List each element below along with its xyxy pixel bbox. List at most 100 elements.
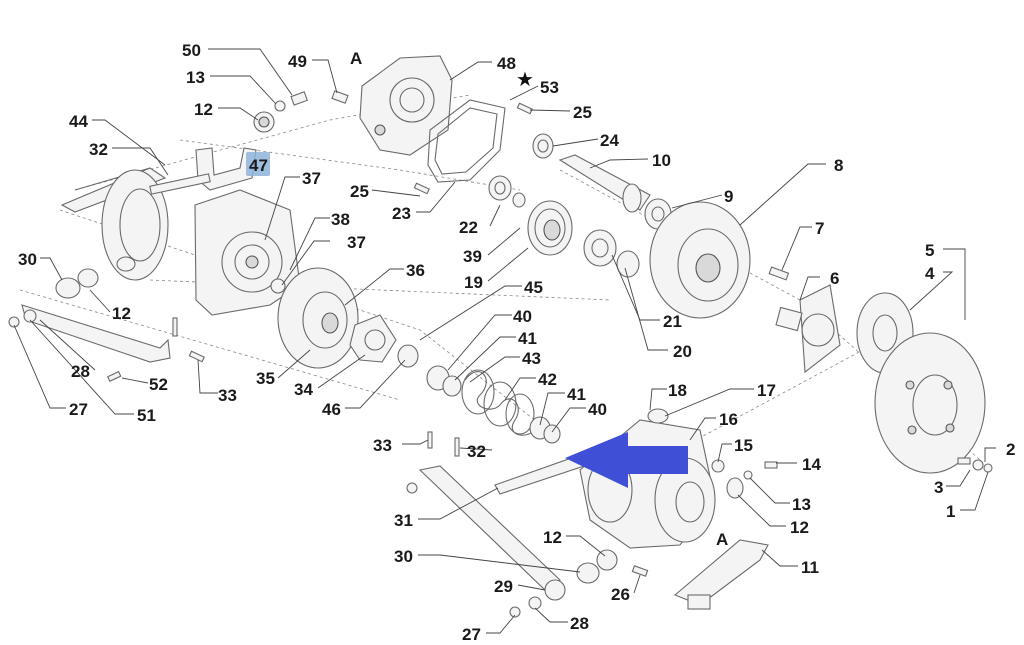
drum-8 [649,201,751,319]
part-label[interactable]: 53 [540,78,559,97]
part-label[interactable]: 37 [347,233,366,252]
gearbox-housing-16 [579,408,716,549]
part-label[interactable]: 3 [934,478,943,497]
part-label[interactable]: 27 [69,400,88,419]
part-label[interactable]: 19 [464,273,483,292]
part-label[interactable]: 35 [256,369,275,388]
seal-24 [532,133,554,159]
bearings [488,175,672,230]
shift-fork-47 [149,147,257,195]
part-label[interactable]: 23 [392,204,411,223]
left-lever-assembly [8,268,205,382]
gear-19 [527,200,573,256]
part-label[interactable]: 41 [518,329,537,348]
nut-washer-bolt-set [957,457,993,473]
part-label[interactable]: 8 [834,156,843,175]
part-label[interactable]: 34 [294,380,313,399]
bolt-7 [768,266,790,281]
clutch-hub-34 [349,314,397,363]
part-label[interactable]: 38 [331,210,350,229]
part-label[interactable]: 42 [538,370,557,389]
part-label[interactable]: 30 [394,547,413,566]
part-label[interactable]: 41 [567,385,586,404]
part-label[interactable]: 43 [522,349,541,368]
part-label[interactable]: 20 [673,342,692,361]
part-label[interactable]: 13 [792,495,811,514]
part-label[interactable]: 9 [724,187,733,206]
part-label[interactable]: 32 [467,442,486,461]
pins [331,90,533,195]
highlight-box-47 [246,152,270,176]
part-label[interactable]: 36 [406,261,425,280]
shift-shaft-31 [406,431,585,591]
part-label[interactable]: 5 [925,241,934,260]
part-number-labels: 50 13 12 49 48 53 25 44 32 47 37 24 10 8… [18,41,1015,644]
housing-37 [194,189,301,316]
part-label[interactable]: 44 [69,112,88,131]
part-label[interactable]: 49 [288,52,307,71]
part-label[interactable]: 28 [570,614,589,633]
part-label[interactable]: 40 [588,400,607,419]
part-label[interactable]: 6 [830,269,839,288]
part-label[interactable]: 39 [463,247,482,266]
gear-housing-48 [359,55,453,156]
star-symbol: ★ [516,67,534,91]
bearing-21-seal-20 [583,229,640,278]
part-label[interactable]: 45 [524,278,543,297]
part-label[interactable]: 18 [668,381,687,400]
lower-lever-assembly [509,549,649,618]
section-mark-a-top: A [350,49,362,68]
part-label[interactable]: 7 [815,219,824,238]
part-label[interactable]: 21 [663,312,682,331]
part-label[interactable]: 51 [137,406,156,425]
part-label[interactable]: 50 [182,41,201,60]
part-label[interactable]: 27 [462,625,481,644]
clutch-basket-36 [277,267,359,369]
part-label[interactable]: 30 [18,250,37,269]
part-label[interactable]: 33 [373,436,392,455]
part-label[interactable]: 32 [89,140,108,159]
part-label[interactable]: 25 [573,103,592,122]
part-label[interactable]: 37 [302,169,321,188]
pointer-arrow [565,432,688,488]
part-label[interactable]: 1 [946,502,955,521]
section-mark-a-bottom: A [716,530,728,549]
clutch-cover [101,169,169,281]
part-label[interactable]: 40 [513,307,532,326]
hub-6 [775,284,841,374]
part-label[interactable]: 11 [801,558,819,577]
part-label[interactable]: 12 [790,518,809,537]
part-label[interactable]: 25 [350,182,369,201]
part-label[interactable]: 2 [1006,440,1015,459]
part-label[interactable]: 12 [112,304,131,323]
part-label[interactable]: 22 [459,218,478,237]
part-label[interactable]: 26 [611,585,630,604]
brake-disc-5 [874,332,986,474]
bolt-washer-bushing-set [253,91,308,133]
part-label[interactable]: 52 [149,375,168,394]
part-label-highlighted[interactable]: 47 [249,156,268,175]
part-label[interactable]: 10 [652,151,671,170]
part-label[interactable]: 24 [600,131,619,150]
part-label[interactable]: 4 [925,264,935,283]
part-label[interactable]: 14 [802,455,821,474]
part-label[interactable]: 17 [757,381,776,400]
part-label[interactable]: 12 [194,100,213,119]
part-label[interactable]: 15 [734,436,753,455]
right-small-parts [711,459,778,499]
part-label[interactable]: 28 [71,362,90,381]
gasket-23 [427,99,506,183]
part-label[interactable]: 46 [322,400,341,419]
part-label[interactable]: 33 [218,386,237,405]
part-label[interactable]: 16 [719,410,738,429]
leader-lines [13,48,996,634]
part-label[interactable]: 48 [497,54,516,73]
part-label[interactable]: 13 [186,68,205,87]
shaft-10 [558,154,651,213]
part-label[interactable]: 31 [394,511,413,530]
part-label[interactable]: 12 [543,528,562,547]
bracket-11 [673,539,769,610]
part-label[interactable]: 29 [494,577,513,596]
